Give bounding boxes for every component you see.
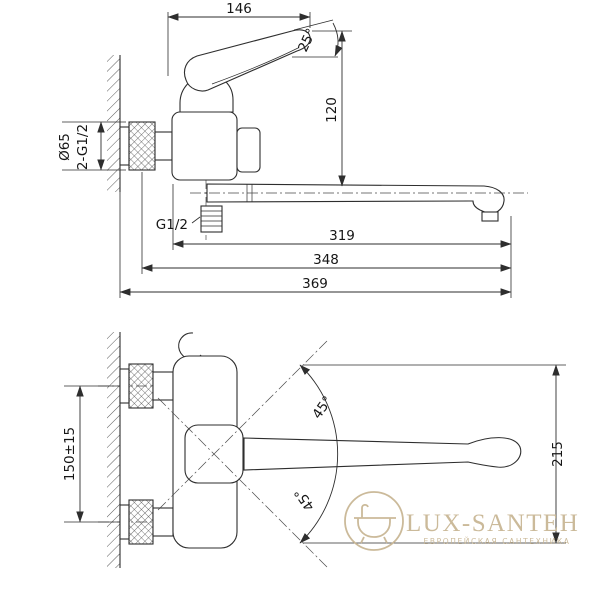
wall-hook	[178, 332, 202, 360]
radial-45-down	[157, 397, 328, 568]
bathtub-icon	[344, 491, 404, 551]
dim-flange: Ø65 2-G1/2	[57, 121, 126, 171]
dim-319-label: 319	[329, 228, 355, 244]
dim-215: 215	[303, 364, 566, 544]
wall-section-front	[107, 332, 121, 568]
dim-150-label: 150±15	[62, 427, 78, 481]
watermark: LUX-SANTEH ЕВРОПЕЙСКАЯ САНТЕХНИКА	[344, 491, 579, 551]
dim-120-label: 120	[324, 97, 340, 123]
top-view: 146 25° 120 Ø65 2-G1/2 G1/2	[57, 1, 528, 298]
spout	[190, 183, 528, 222]
radial-45-up	[157, 340, 328, 511]
lower-mount	[119, 499, 174, 545]
diverter	[236, 127, 261, 173]
wall-section	[107, 55, 121, 192]
tagline-text: ЕВРОПЕЙСКАЯ САНТЕХНИКА	[424, 537, 571, 546]
dim-215-label: 215	[550, 441, 566, 467]
dim-120: 120	[312, 30, 352, 187]
dim-150: 150±15	[62, 385, 120, 523]
mounting-nut	[128, 121, 156, 171]
dim-319: 319	[172, 184, 512, 298]
faucet-body	[171, 111, 238, 181]
wall-mount	[119, 121, 173, 171]
outlet-thread	[200, 205, 223, 233]
dim-diameter-label: Ø65	[57, 133, 73, 161]
aerator	[481, 211, 499, 222]
thread-outlet-callout: G1/2	[156, 216, 201, 233]
brand-text: LUX-SANTEH	[406, 510, 579, 537]
lever-handle	[183, 29, 311, 92]
dim-369-label: 369	[302, 276, 328, 292]
thread-outlet-label: G1/2	[156, 217, 188, 233]
dim-146-label: 146	[226, 1, 252, 17]
dim-146: 146	[167, 1, 311, 76]
dim-348-label: 348	[313, 252, 339, 268]
dim-369: 369	[119, 192, 512, 298]
angle-25: 25°	[292, 19, 343, 58]
upper-mount	[119, 363, 174, 409]
dim-348: 348	[141, 172, 512, 274]
handle-front	[184, 424, 522, 484]
thread-connections-label: 2-G1/2	[75, 124, 91, 170]
angle-45-lower-label: 45°	[291, 485, 318, 514]
swing-arc	[299, 364, 339, 544]
